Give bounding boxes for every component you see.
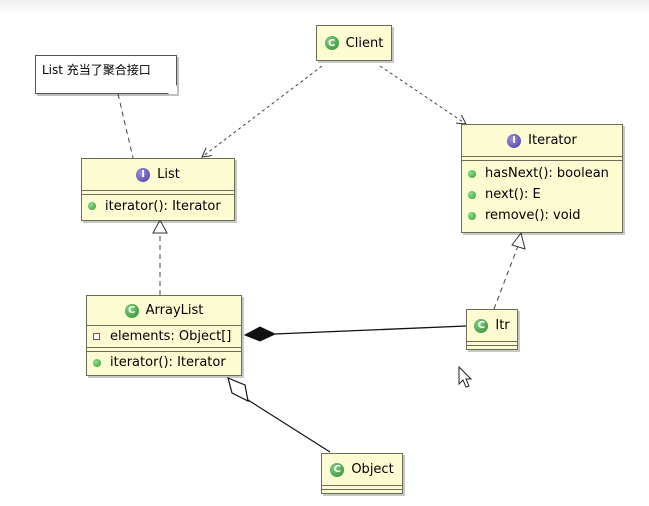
composition-diamond — [243, 326, 277, 342]
client-to-list-dependency — [202, 65, 323, 157]
arraylist-object-aggregation — [247, 399, 331, 453]
window-top-fade — [0, 0, 649, 14]
iterator-realization-arrowhead — [511, 231, 526, 250]
note-folded-corner — [168, 85, 177, 94]
class-arraylist[interactable]: C ArrayList elements: Object[] iterator(… — [86, 295, 242, 376]
aggregation-diamond — [227, 376, 249, 403]
method-signature: iterator(): Iterator — [105, 198, 221, 214]
class-separator — [467, 341, 517, 345]
class-name: Iterator — [528, 133, 577, 148]
interface-icon: I — [136, 167, 151, 182]
class-separator — [322, 489, 402, 493]
public-method-icon — [88, 202, 96, 210]
note-text: List 充当了聚合接口 — [42, 63, 151, 77]
list-realization-arrowhead — [152, 218, 168, 234]
class-name: Client — [345, 35, 384, 51]
public-method-icon — [93, 358, 101, 367]
class-icon: C — [324, 36, 339, 50]
class-separator — [82, 190, 234, 194]
note-anchor-line — [117, 93, 134, 159]
method-signature: next(): E — [485, 187, 541, 202]
field-signature: elements: Object[] — [110, 329, 232, 344]
mouse-cursor-icon — [458, 366, 473, 388]
interface-icon: I — [507, 133, 522, 148]
class-separator — [322, 485, 402, 489]
method-row[interactable]: next(): E — [462, 184, 622, 205]
method-row[interactable]: remove(): void — [462, 205, 622, 226]
class-itr[interactable]: C Itr — [466, 309, 518, 350]
method-row[interactable]: hasNext(): boolean — [462, 163, 622, 184]
client-to-iterator-dependency — [379, 65, 466, 124]
public-method-icon — [468, 169, 476, 178]
class-name: Object — [351, 462, 394, 477]
class-icon: C — [124, 303, 139, 318]
class-name: Itr — [495, 318, 510, 333]
method-signature: remove(): void — [485, 208, 581, 223]
method-signature: hasNext(): boolean — [485, 166, 609, 181]
class-icon: C — [474, 318, 489, 333]
class-icon: C — [330, 462, 345, 477]
interface-iterator[interactable]: I Iterator hasNext(): boolean next(): E … — [461, 124, 623, 233]
note-list-aggregate[interactable]: List 充当了聚合接口 — [35, 55, 177, 94]
class-name: List — [157, 167, 180, 182]
interface-list[interactable]: I List iterator(): Iterator — [81, 158, 235, 221]
field-row[interactable]: elements: Object[] — [87, 325, 241, 347]
class-separator — [462, 156, 622, 160]
method-signature: iterator(): Iterator — [110, 355, 226, 370]
itr-realizes-iterator — [493, 245, 519, 310]
class-separator — [87, 347, 241, 351]
method-row[interactable]: iterator(): Iterator — [87, 351, 241, 373]
class-name: ArrayList — [145, 303, 204, 318]
class-object[interactable]: C Object — [321, 453, 403, 494]
class-separator — [467, 345, 517, 349]
private-field-icon — [93, 333, 100, 340]
method-row[interactable]: iterator(): Iterator — [82, 194, 234, 217]
public-method-icon — [468, 211, 476, 220]
public-method-icon — [468, 190, 476, 199]
class-client[interactable]: C Client — [316, 25, 392, 61]
arraylist-itr-composition — [274, 325, 467, 335]
